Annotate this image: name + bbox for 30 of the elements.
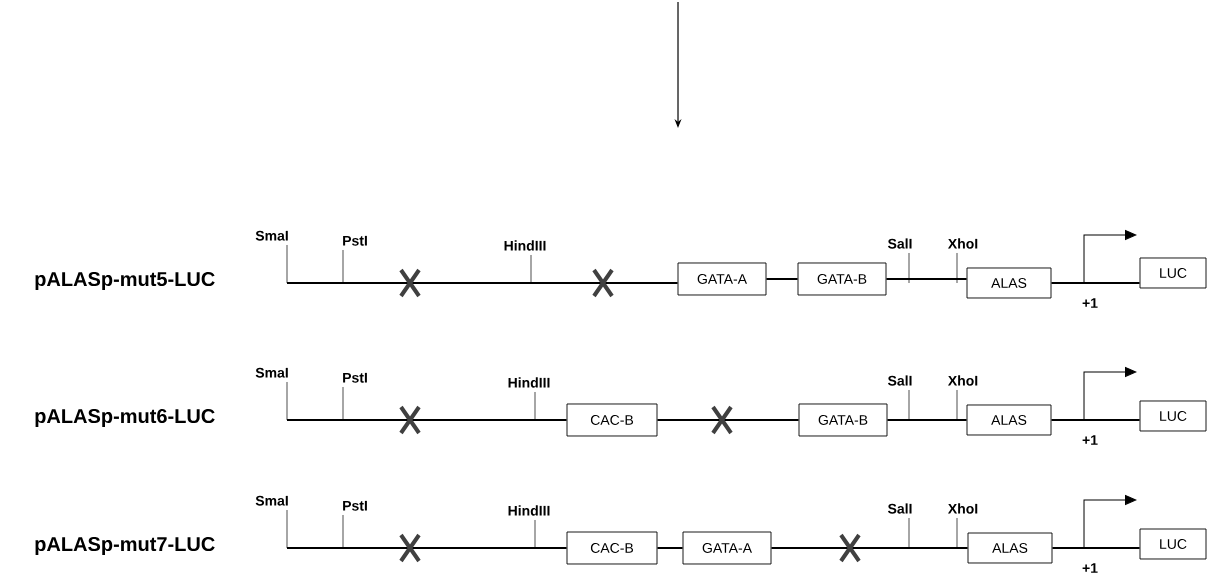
construct-name: pALASp-mut6-LUC <box>35 408 215 428</box>
connector-line <box>286 419 568 421</box>
connector-line <box>656 547 684 549</box>
connector-line <box>886 419 968 421</box>
gene-box: LUC <box>1139 257 1207 289</box>
connector-line <box>765 278 799 280</box>
connector-line <box>885 278 968 280</box>
gene-box: CAC-B <box>566 403 658 437</box>
gene-box: CAC-B <box>566 531 658 565</box>
gene-box: ALAS <box>966 404 1052 436</box>
gene-box: LUC <box>1139 528 1207 560</box>
connector-line <box>1050 282 1141 284</box>
construct-name: pALASp-mut7-LUC <box>35 536 215 556</box>
gene-box: GATA-B <box>797 262 887 296</box>
transcription-start-label: +1 <box>1082 298 1098 308</box>
gene-box: ALAS <box>966 267 1052 299</box>
gene-box: GATA-A <box>677 262 767 296</box>
gene-box: LUC <box>1139 400 1207 432</box>
connector-line <box>286 282 679 284</box>
connector-line <box>656 419 800 421</box>
gene-box: ALAS <box>967 532 1053 564</box>
construct-name: pALASp-mut5-LUC <box>35 271 215 291</box>
connector-line <box>1051 547 1141 549</box>
gene-box: GATA-A <box>682 531 772 565</box>
connector-line <box>770 547 969 549</box>
transcription-start-label: +1 <box>1082 563 1098 573</box>
transcription-start-label: +1 <box>1082 435 1098 445</box>
connector-line <box>1050 419 1141 421</box>
gene-box: GATA-B <box>798 403 888 437</box>
connector-line <box>286 547 568 549</box>
